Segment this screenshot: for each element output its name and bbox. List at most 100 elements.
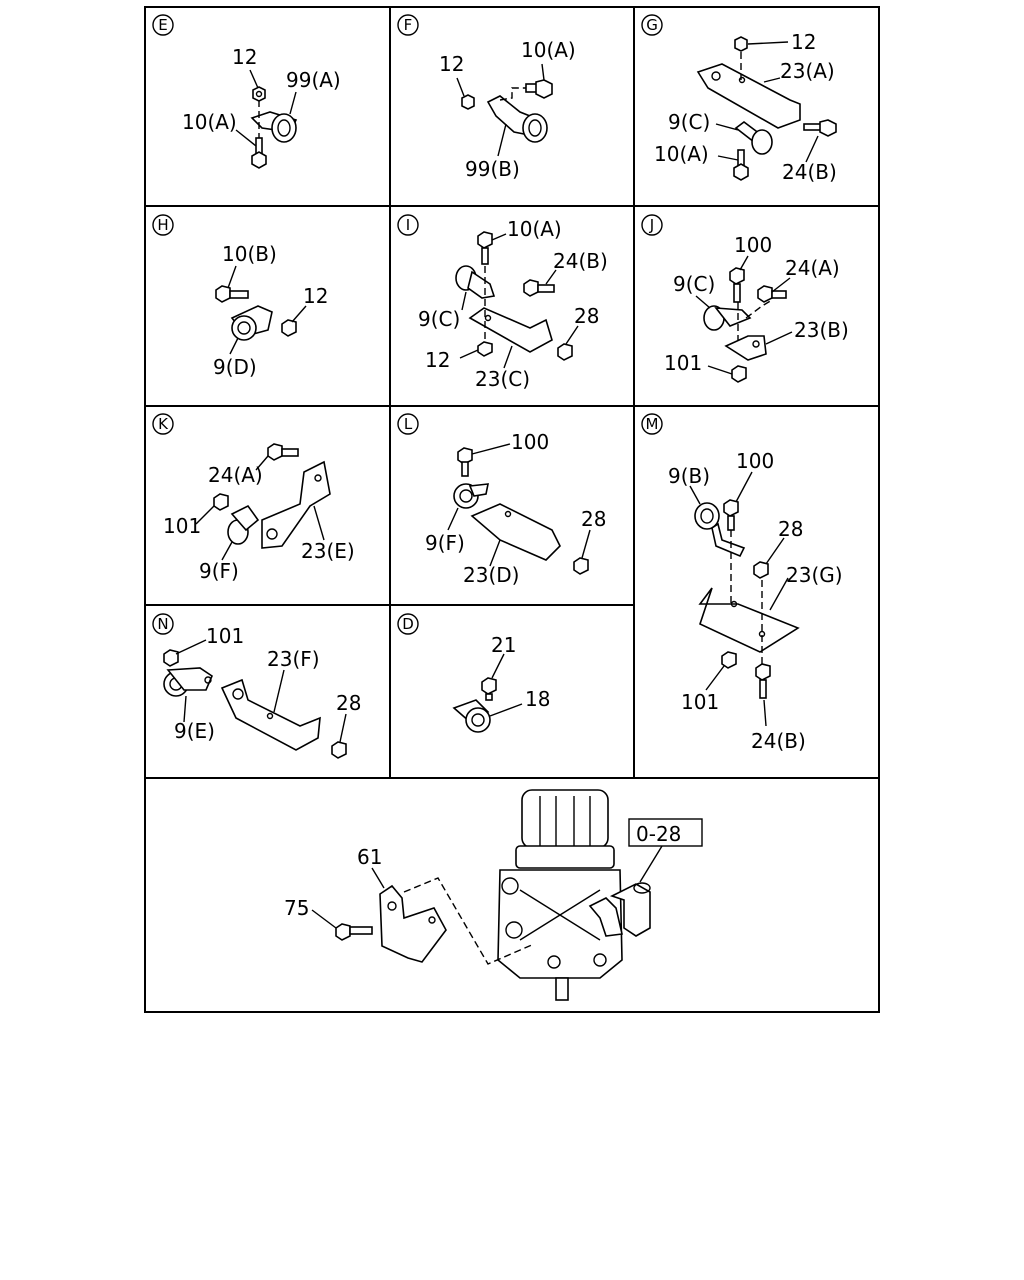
nut-part: [734, 36, 748, 52]
bracket-part: [220, 678, 321, 751]
nut-part: [163, 649, 179, 667]
panel-m-label-4: 23(G): [786, 563, 843, 587]
bracket-part: [470, 503, 561, 561]
nut-part: [557, 343, 573, 361]
bracket-part: [468, 307, 553, 353]
panel-m-label-1: 9(B): [668, 464, 710, 488]
nut-part: [461, 94, 475, 110]
panel-j-label-4: 23(B): [794, 318, 849, 342]
clip-part: [486, 95, 548, 143]
panel-m-label-2: 100: [736, 449, 774, 473]
panel-h-id: H: [157, 216, 168, 234]
nut-part-2: [477, 341, 493, 357]
bracket-part: [379, 884, 447, 963]
panel-k-label-4: 23(E): [301, 539, 355, 563]
panel-d-label-1: 21: [491, 633, 516, 657]
clip-part: [455, 265, 496, 299]
panel-m-label-5: 101: [681, 690, 719, 714]
clip-part: [250, 111, 298, 143]
panel-i: I 10(A) 24(B) 9(C) 28 12 23(C): [397, 214, 608, 391]
panel-j: J 100 24(A) 9(C) 23(B) 101: [641, 214, 849, 383]
panel-g-label-4: 10(A): [654, 142, 709, 166]
bottom-panel: 61 75 0-28: [284, 789, 703, 1001]
nut-part: [573, 557, 589, 575]
clip-part: [453, 483, 489, 509]
panel-g-id: G: [646, 16, 658, 34]
valve-body: [497, 789, 623, 1001]
clip-part: [230, 305, 273, 341]
panel-g-label-3: 9(C): [668, 110, 710, 134]
panel-e-id: E: [158, 16, 167, 34]
clip-part: [227, 504, 260, 545]
bolt-part: [525, 79, 553, 99]
bracket-part: [696, 63, 801, 129]
panel-d-id: D: [402, 615, 414, 633]
reference-box: [628, 818, 703, 847]
panel-k-id: K: [158, 415, 169, 433]
panel-n-label-4: 9(E): [174, 719, 215, 743]
bolt-part: [733, 149, 749, 181]
bolt-part: [215, 285, 249, 303]
panel-h-label-3: 9(D): [213, 355, 257, 379]
panel-g-label-5: 24(B): [782, 160, 837, 184]
bolt-part: [477, 231, 493, 265]
panel-n-label-2: 23(F): [267, 647, 320, 671]
panel-f-label-2: 10(A): [521, 38, 576, 62]
panel-l-id: L: [404, 415, 413, 433]
panel-h-label-2: 12: [303, 284, 328, 308]
panel-f-label-1: 12: [439, 52, 464, 76]
panel-k-label-3: 9(F): [199, 559, 239, 583]
bolt-part-2: [803, 119, 837, 137]
clip-part: [694, 502, 746, 558]
panel-i-label-2: 24(B): [553, 249, 608, 273]
bolt-part: [481, 677, 497, 701]
panel-e-label-2: 99(A): [286, 68, 341, 92]
bolt-part: [457, 447, 473, 477]
bottom-label-1: 61: [357, 845, 382, 869]
panel-f: F 12 10(A) 99(B): [397, 14, 576, 181]
panel-l-label-1: 100: [511, 430, 549, 454]
panel-g-label-1: 12: [791, 30, 816, 54]
nut-part: [213, 493, 229, 511]
nut-part: [731, 365, 747, 383]
panel-m-label-6: 24(B): [751, 729, 806, 753]
reference-box-text: 0-28: [636, 822, 681, 846]
panel-n-label-1: 101: [206, 624, 244, 648]
panel-h-label-1: 10(B): [222, 242, 277, 266]
diagram-frame: [144, 6, 880, 1013]
panel-m-id: M: [646, 415, 659, 433]
bolt-part: [267, 443, 299, 461]
panel-f-label-3: 99(B): [465, 157, 520, 181]
bracket-part: [698, 587, 800, 653]
bolt-part: [251, 137, 267, 169]
pipe-fitting: [588, 882, 651, 937]
bolt-part: [335, 923, 373, 941]
panel-n-id: N: [157, 615, 168, 633]
bracket-part: [724, 335, 767, 361]
panel-n-label-3: 28: [336, 691, 361, 715]
panel-n: N 101 23(F) 28 9(E): [152, 613, 361, 759]
panel-j-label-1: 100: [734, 233, 772, 257]
panel-i-label-5: 12: [425, 348, 450, 372]
clip-part: [163, 667, 213, 697]
panel-e-label-3: 10(A): [182, 110, 237, 134]
bolt-part: [723, 499, 739, 531]
panel-l-label-4: 23(D): [463, 563, 519, 587]
panel-k-label-1: 24(A): [208, 463, 263, 487]
panel-d-label-2: 18: [525, 687, 550, 711]
panel-l-label-2: 28: [581, 507, 606, 531]
panel-j-label-3: 9(C): [673, 272, 715, 296]
nut-part-2: [721, 651, 737, 669]
bracket-part: [261, 460, 331, 549]
panel-e: E 12 99(A) 10(A): [152, 14, 341, 169]
panel-g-label-2: 23(A): [780, 59, 835, 83]
panel-m-label-3: 28: [778, 517, 803, 541]
bolt-part-2: [757, 285, 787, 303]
clip-part: [703, 305, 752, 331]
panel-i-label-4: 28: [574, 304, 599, 328]
panel-i-id: I: [406, 216, 410, 234]
bolt-part: [729, 267, 745, 303]
panel-f-id: F: [404, 16, 413, 34]
panel-j-label-5: 101: [664, 351, 702, 375]
